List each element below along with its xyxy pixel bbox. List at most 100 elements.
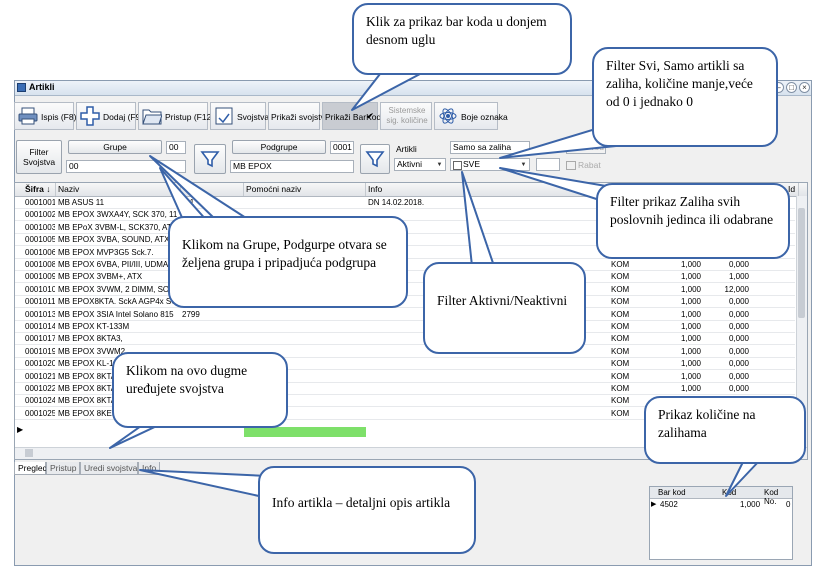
column-header-id[interactable]: Id: [788, 184, 796, 194]
cell-unit: KOM: [611, 371, 630, 381]
system-quantities-button[interactable]: Sistemske sig. količine: [380, 102, 432, 130]
folder-icon: [142, 109, 162, 125]
column-header-aux-name[interactable]: Pomoćni naziv: [246, 184, 302, 194]
barcode-table-header: Bar kod Kod Kod No.: [650, 487, 792, 506]
cell-code: 0001006: [25, 247, 55, 257]
cell-q1: 1,000: [680, 371, 701, 381]
articles-label: Artikli: [396, 144, 417, 154]
cell-info: DN 14.02.2018.: [368, 198, 425, 207]
cell-unit: KOM: [611, 396, 630, 406]
subgroups-button[interactable]: Podgrupe: [232, 140, 326, 154]
cell-code: 0001021: [25, 371, 55, 381]
show-barcode-button[interactable]: Prikaži BarKod ✔: [322, 102, 381, 130]
unit-checkbox[interactable]: [453, 161, 462, 170]
show-properties-button[interactable]: Prikaži svojstva: [268, 102, 330, 130]
barcode-column-header: Bar kod: [658, 488, 686, 497]
cell-q2: 0,000: [728, 297, 749, 307]
cell-code: 0001013: [25, 309, 55, 319]
cell-q2: 0,000: [728, 371, 749, 381]
highlight-cell: [244, 427, 366, 437]
stock-select[interactable]: Samo sa zaliha: [450, 141, 530, 154]
subgroup-code-field[interactable]: 0001: [330, 141, 354, 154]
column-header-code[interactable]: Šifra ↓: [25, 184, 51, 194]
unit-select[interactable]: SVE▼: [450, 158, 530, 171]
cell-unit: KOM: [611, 346, 630, 356]
add-button[interactable]: Dodaj (F9): [76, 102, 143, 130]
cell-q1: 1,000: [680, 284, 701, 294]
cell-code: 0001014: [25, 322, 55, 331]
cell-code: 0001003: [25, 222, 55, 232]
cell-name: MB EPOX 3VWM2: [58, 346, 126, 356]
column-header-info[interactable]: Info: [368, 184, 383, 194]
cell-code: 0001011: [25, 297, 55, 307]
group-code-field[interactable]: 00: [166, 141, 186, 154]
cell-code: 0001024: [25, 396, 55, 406]
colors-button[interactable]: Boje oznaka: [434, 102, 508, 130]
row-pointer-icon: ▶: [17, 425, 24, 434]
cell-name: MB EPOX 3VBM+, ATX: [58, 272, 143, 282]
cell-code: 0001017: [25, 334, 55, 344]
callout-stock-filter: Filter Svi, Samo artikli sa zaliha, koli…: [592, 47, 778, 147]
cell-unit: KOM: [611, 260, 630, 269]
discount-label: Rabat: [578, 160, 601, 170]
groups-filter-button[interactable]: [194, 144, 226, 174]
hscroll-thumb[interactable]: [25, 449, 33, 457]
callout-active-filter: Filter Aktivni/Neaktivni: [423, 262, 586, 354]
cell-q2: 0,000: [728, 260, 749, 269]
cell-code: 0001001: [25, 198, 55, 207]
cell-q2: 0,000: [728, 334, 749, 344]
cell-q2: 0,000: [728, 322, 749, 331]
tab-info[interactable]: Info: [138, 462, 160, 475]
cell-code: 0001022: [25, 384, 55, 393]
subgroup-field[interactable]: MB EPOX: [230, 160, 354, 173]
properties-button[interactable]: Svojstva: [210, 102, 269, 130]
barcode-row[interactable]: ▶ 4502 1,000 0: [651, 500, 791, 509]
dropdown-arrow-icon: ▼: [436, 162, 443, 168]
barcode-table[interactable]: Bar kod Kod Kod No. ▶ 4502 1,000 0: [649, 486, 793, 560]
horizontal-scrollbar[interactable]: [15, 447, 807, 459]
scroll-thumb[interactable]: [798, 208, 805, 318]
active-select[interactable]: Aktivni▼: [394, 158, 446, 171]
groups-button[interactable]: Grupe: [68, 140, 162, 154]
cell-q1: 1,000: [680, 384, 701, 393]
cell-q2: 0,000: [728, 309, 749, 319]
callout-stock-qty: Prikaz količine na zalihama: [644, 396, 806, 464]
cell-q1: 1,000: [680, 334, 701, 344]
group-field[interactable]: 00: [66, 160, 186, 173]
subgroups-filter-button[interactable]: [360, 144, 390, 174]
cell-unit: KOM: [611, 384, 630, 393]
cell-unit: KOM: [611, 309, 630, 319]
tab-edit-properties[interactable]: Uredi svojstva: [80, 462, 138, 475]
close-icon[interactable]: ×: [799, 82, 810, 93]
cell-c2: 111: [182, 198, 195, 207]
tab-overview[interactable]: Pregled: [14, 462, 47, 475]
cell-code: 0001002: [25, 210, 55, 220]
buyer-code-field[interactable]: [536, 158, 560, 171]
vertical-scrollbar[interactable]: [796, 196, 807, 448]
column-header-name[interactable]: Naziv: [58, 184, 80, 194]
cell-name: MB EPOX 3VWM, 2 DIMM, SOUND: [58, 284, 178, 294]
filter-properties-button[interactable]: Filter Svojstva: [16, 140, 62, 174]
cell-q2: 12,000: [724, 284, 749, 294]
row-pointer-icon: ▶: [651, 501, 657, 508]
print-button[interactable]: Ispis (F8): [14, 102, 76, 130]
cell-name: MB EPOX 8KTA3,: [58, 334, 123, 344]
access-button[interactable]: Pristup (F12): [138, 102, 214, 130]
maximize-icon[interactable]: □: [786, 82, 797, 93]
tab-access[interactable]: Pristup: [46, 462, 80, 475]
cell-name: MB EPOX 3WXA4Y, SCK 370, 11: [58, 210, 178, 220]
cell-code: 0001019: [25, 346, 55, 356]
funnel-icon: [365, 151, 385, 168]
cell-unit: KOM: [611, 334, 630, 344]
cell-q1: 1,000: [680, 297, 701, 307]
callout-properties: Klikom na ovo dugme uređujete svojstva: [112, 352, 288, 428]
